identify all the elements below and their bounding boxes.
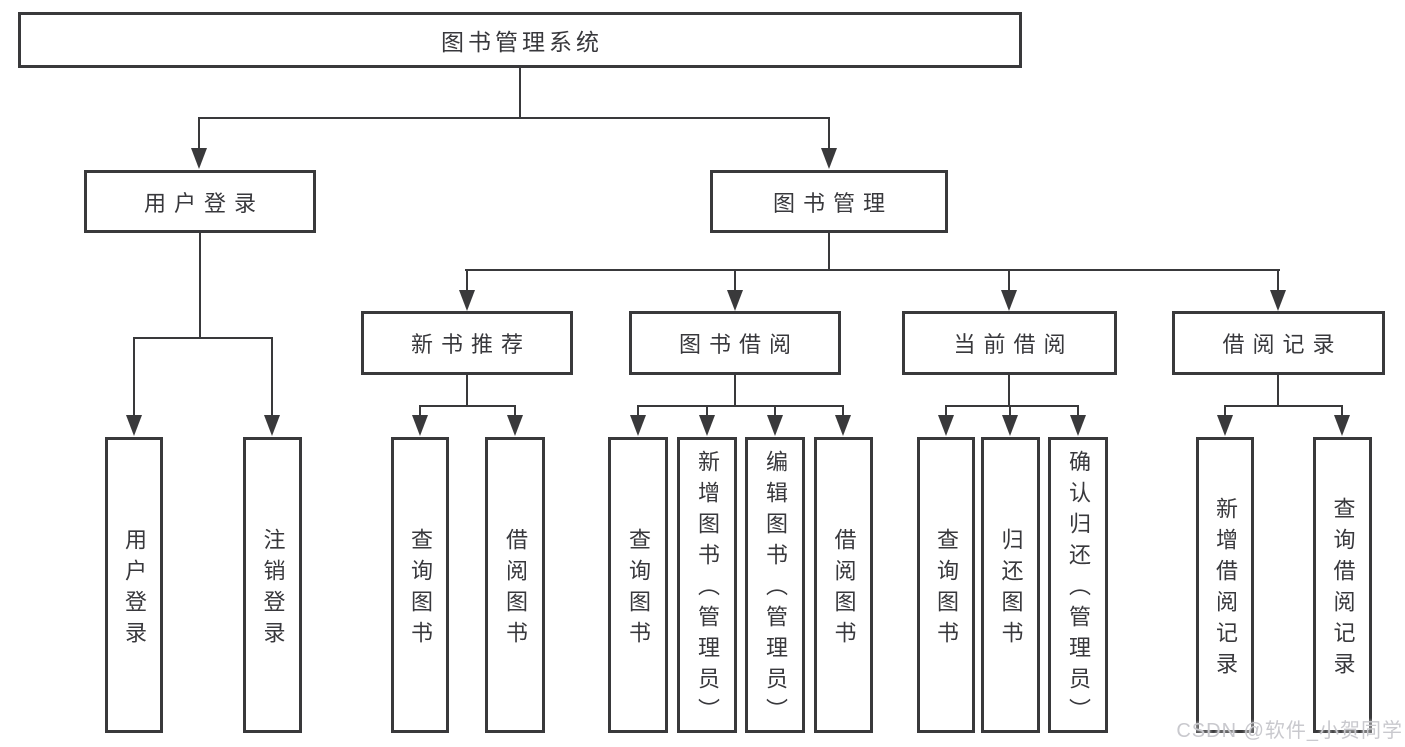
edge-book-management-stem: [828, 231, 830, 271]
edge-user-login-stem: [199, 231, 201, 339]
arrow-down-cb-confirm: [1070, 415, 1086, 436]
edge-to-nbr-query: [419, 405, 421, 417]
edge-to-bb-edit: [774, 405, 776, 417]
arrow-down-nbr-borrow: [507, 415, 523, 436]
node-book-borrowing: 图书借阅: [629, 311, 841, 375]
edge-to-bb-add: [706, 405, 708, 417]
edge-new-book-recommend-branch: [419, 405, 516, 407]
leaf-logout: 注销登录: [243, 437, 302, 733]
arrow-down-book-management: [821, 148, 837, 169]
edge-to-new-book-recommend: [466, 269, 468, 292]
arrow-down-nbr-query: [412, 415, 428, 436]
edge-to-br-query: [1341, 405, 1343, 417]
node-borrow-records: 借阅记录: [1172, 311, 1385, 375]
edge-user-login-branch: [133, 337, 273, 339]
edge-new-book-recommend-stem: [466, 373, 468, 407]
leaf-borrowing-edit-books: 编辑图书（管理员）: [745, 437, 805, 733]
edge-to-br-add: [1224, 405, 1226, 417]
edge-to-leaf-login: [133, 337, 135, 417]
edge-to-cb-query: [945, 405, 947, 417]
arrow-down-br-add: [1217, 415, 1233, 436]
edge-borrow-records-stem: [1277, 373, 1279, 407]
edge-current-borrowing-stem: [1008, 373, 1010, 407]
node-library-system: 图书管理系统: [18, 12, 1022, 68]
edge-book-borrowing-branch: [637, 405, 844, 407]
arrow-down-bb-borrow: [835, 415, 851, 436]
arrow-down-bb-edit: [767, 415, 783, 436]
leaf-recommend-borrow-books: 借阅图书: [485, 437, 545, 733]
edge-to-cb-confirm: [1077, 405, 1079, 417]
arrow-down-book-borrowing: [727, 290, 743, 311]
leaf-user-login: 用户登录: [105, 437, 163, 733]
arrow-down-borrow-records: [1270, 290, 1286, 311]
node-user-login: 用户登录: [84, 170, 316, 233]
edge-root-branch: [198, 117, 830, 119]
csdn-watermark: CSDN @软件_小贺同学: [1176, 720, 1403, 742]
edge-to-current-borrowing: [1008, 269, 1010, 292]
arrow-down-bb-query: [630, 415, 646, 436]
leaf-records-add-record: 新增借阅记录: [1196, 437, 1254, 733]
leaf-records-query-record: 查询借阅记录: [1313, 437, 1372, 733]
arrow-down-user-login: [191, 148, 207, 169]
edge-to-leaf-logout: [271, 337, 273, 417]
arrow-down-cb-return: [1002, 415, 1018, 436]
arrow-down-bb-add: [699, 415, 715, 436]
arrow-down-leaf-login: [126, 415, 142, 436]
leaf-recommend-query-books: 查询图书: [391, 437, 449, 733]
arrow-down-cb-query: [938, 415, 954, 436]
edge-to-bb-query: [637, 405, 639, 417]
leaf-borrowing-borrow-books: 借阅图书: [814, 437, 873, 733]
edge-to-borrow-records: [1277, 269, 1279, 292]
arrow-down-br-query: [1334, 415, 1350, 436]
arrow-down-leaf-logout: [264, 415, 280, 436]
edge-to-book-borrowing: [734, 269, 736, 292]
leaf-current-return-books: 归还图书: [981, 437, 1040, 733]
edge-book-management-branch: [465, 269, 1280, 271]
edge-borrow-records-branch: [1224, 405, 1343, 407]
edge-book-borrowing-stem: [734, 373, 736, 407]
edge-to-bb-borrow: [842, 405, 844, 417]
edge-current-borrowing-branch: [945, 405, 1079, 407]
leaf-current-query-books: 查询图书: [917, 437, 975, 733]
leaf-current-confirm-return: 确认归还（管理员）: [1048, 437, 1108, 733]
leaf-borrowing-query-books: 查询图书: [608, 437, 668, 733]
leaf-borrowing-add-books: 新增图书（管理员）: [677, 437, 737, 733]
edge-to-book-management: [828, 117, 830, 150]
node-book-management: 图书管理: [710, 170, 948, 233]
edge-to-cb-return: [1009, 405, 1011, 417]
node-current-borrowing: 当前借阅: [902, 311, 1117, 375]
edge-to-user-login: [198, 117, 200, 150]
edge-root-stem: [519, 67, 521, 119]
arrow-down-new-book-recommend: [459, 290, 475, 311]
edge-to-nbr-borrow: [514, 405, 516, 417]
arrow-down-current-borrowing: [1001, 290, 1017, 311]
node-new-book-recommend: 新书推荐: [361, 311, 573, 375]
